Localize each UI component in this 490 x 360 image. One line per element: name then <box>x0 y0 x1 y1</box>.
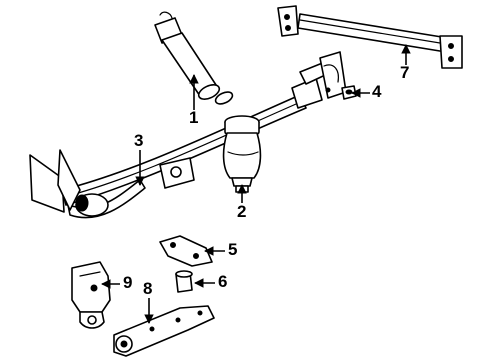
callout-label-1: 1 <box>189 108 198 127</box>
crossmember-part <box>277 5 463 69</box>
callout-label-7: 7 <box>400 63 409 82</box>
shock-absorber-part <box>154 11 234 105</box>
air-spring-part <box>222 115 262 193</box>
callout-label-4: 4 <box>372 82 382 101</box>
callout-label-8: 8 <box>143 279 152 298</box>
callout-label-5: 5 <box>228 240 237 259</box>
callout-label-3: 3 <box>134 131 143 150</box>
bracket-part <box>159 235 213 267</box>
callout-label-2: 2 <box>237 202 246 221</box>
callout-labels: 1 2 3 4 5 6 7 8 9 <box>123 63 409 298</box>
cushion-block-part <box>175 270 193 293</box>
callout-label-9: 9 <box>123 273 132 292</box>
callout-label-6: 6 <box>218 272 227 291</box>
callout-leaders <box>101 44 411 324</box>
lower-arm-part <box>113 305 215 357</box>
hanger-bracket-part <box>71 261 111 329</box>
